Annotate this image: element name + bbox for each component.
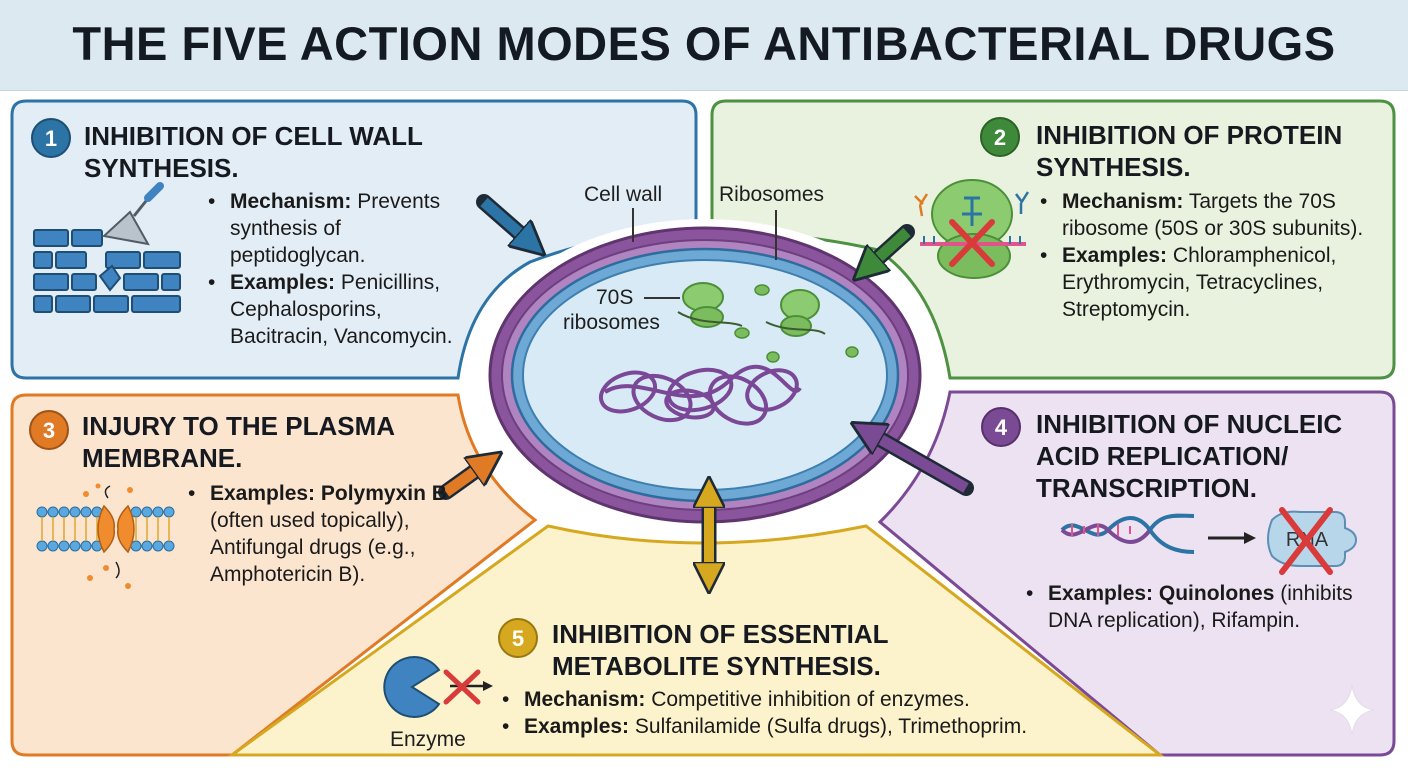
mode-1-bullets: Mechanism: Prevents synthesis of peptido… bbox=[208, 188, 470, 350]
ribosome-block-icon bbox=[914, 179, 1030, 279]
svg-text:2: 2 bbox=[994, 125, 1006, 150]
number-badge-4: 4 bbox=[981, 407, 1021, 447]
svg-text:1: 1 bbox=[45, 126, 57, 151]
cell-wall-label: Cell wall bbox=[584, 183, 663, 206]
enzyme-icon bbox=[383, 656, 441, 718]
mode-2-bullets: Mechanism: Targets the 70S ribosome (50S… bbox=[1040, 188, 1385, 323]
mode-4-title: INHIBITION OF NUCLEIC ACID REPLICATION/ … bbox=[1036, 409, 1343, 503]
mode-5-examples: Examples: Sulfanilamide (Sulfa drugs), T… bbox=[502, 713, 1122, 740]
panel-4-background bbox=[877, 390, 1396, 757]
arrow-cell-wall bbox=[476, 194, 532, 244]
ribosomes-in-cell bbox=[677, 282, 859, 363]
number-badge-3: 3 bbox=[29, 410, 69, 450]
mode-1-title: INHIBITION OF CELL WALL SYNTHESIS. bbox=[84, 121, 423, 183]
trowel-icon bbox=[101, 182, 164, 246]
number-badge-2: 2 bbox=[980, 117, 1020, 157]
title-banner bbox=[0, 0, 1408, 91]
mode-3-examples: Examples: Polymyxin B (often used topica… bbox=[188, 480, 480, 588]
rna-polymerase-icon: RNA bbox=[1267, 507, 1358, 575]
svg-text:3: 3 bbox=[43, 418, 55, 443]
blocked-substrate-icon bbox=[443, 669, 493, 705]
mode-3-title: INJURY TO THE PLASMA MEMBRANE. bbox=[82, 411, 396, 473]
svg-text:4: 4 bbox=[995, 415, 1008, 440]
mode-2-mechanism: Mechanism: Targets the 70S ribosome (50S… bbox=[1040, 188, 1385, 242]
arrow-nucleic-acid bbox=[866, 431, 974, 496]
ribosomes-70s-label: 70S bbox=[596, 286, 634, 309]
mode-5-title: INHIBITION OF ESSENTIAL METABOLITE SYNTH… bbox=[552, 619, 889, 681]
number-badge-5: 5 bbox=[498, 618, 538, 658]
brick-wall-icon bbox=[33, 229, 181, 313]
mode-4-examples: Examples: Quinolones (inhibits DNA repli… bbox=[1026, 580, 1384, 634]
ribosomes-70s-label-line2: ribosomes bbox=[563, 311, 660, 334]
number-badge-1: 1 bbox=[31, 118, 71, 158]
page-title: THE FIVE ACTION MODES OF ANTIBACTERIAL D… bbox=[72, 17, 1336, 70]
sparkle-icon bbox=[1329, 684, 1375, 736]
mode-1-examples: Examples: Penicillins, Cephalosporins, B… bbox=[208, 269, 470, 350]
nucleoid-dna bbox=[598, 364, 802, 426]
mode-5-bullets: Mechanism: Competitive inhibition of enz… bbox=[502, 686, 1122, 740]
ribosomes-label: Ribosomes bbox=[719, 183, 825, 206]
mode-1-mechanism: Mechanism: Prevents synthesis of peptido… bbox=[208, 188, 470, 269]
dna-transcription-icon bbox=[1060, 513, 1195, 554]
svg-text:5: 5 bbox=[512, 626, 524, 651]
membrane-pore-icon bbox=[36, 483, 175, 589]
mode-5-mechanism: Mechanism: Competitive inhibition of enz… bbox=[502, 686, 1122, 713]
enzyme-label: Enzyme bbox=[390, 728, 466, 751]
arrow-protein-synthesis bbox=[866, 224, 915, 269]
mode-2-examples: Examples: Chloramphenicol, Erythromycin,… bbox=[1040, 242, 1385, 323]
mode-4-bullets: Examples: Quinolones (inhibits DNA repli… bbox=[1026, 580, 1384, 634]
mode-2-title: INHIBITION OF PROTEIN SYNTHESIS. bbox=[1036, 120, 1343, 182]
mode-3-bullets: Examples: Polymyxin B (often used topica… bbox=[188, 480, 480, 588]
